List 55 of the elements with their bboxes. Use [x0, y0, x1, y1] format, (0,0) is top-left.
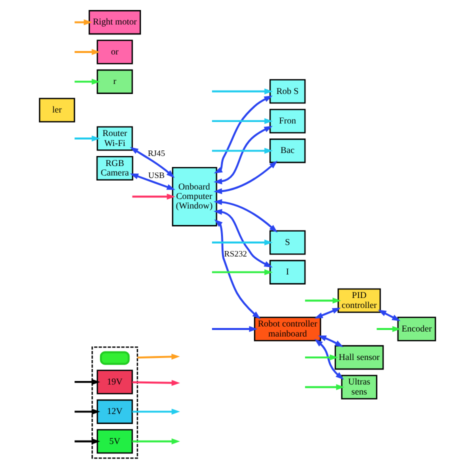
- arrow: [213, 209, 272, 268]
- arrow: [136, 354, 180, 360]
- node-box: Router Wi-Fi: [96, 126, 132, 151]
- node-box: Ultras sens: [340, 374, 377, 400]
- node-box: or: [96, 40, 132, 64]
- arrow: [132, 194, 175, 200]
- node-box: Right motor: [88, 10, 140, 35]
- node-box: RGB Camera: [96, 156, 133, 180]
- arrow: [377, 310, 400, 322]
- arrow: [213, 199, 278, 233]
- arrow: [317, 336, 343, 348]
- node-box: PID controller: [337, 288, 380, 313]
- arrow: [74, 408, 100, 415]
- arrow: [129, 173, 175, 190]
- arrow: [304, 384, 344, 390]
- node-box: Fron: [268, 108, 306, 134]
- node-box: I: [268, 260, 306, 284]
- arrow: [74, 19, 92, 26]
- arrow: [214, 219, 260, 320]
- node-box: S: [268, 230, 306, 255]
- arrow: [132, 380, 180, 386]
- arrow: [74, 438, 100, 444]
- node-box: r: [96, 69, 132, 94]
- arrow: [132, 438, 180, 444]
- arrow: [212, 269, 272, 276]
- arrow: [376, 326, 400, 332]
- node-box: ler: [38, 98, 75, 122]
- arrow: [212, 240, 272, 246]
- node-box: Onboard Computer (Window): [171, 166, 217, 226]
- arrow: [129, 146, 174, 178]
- node-box: 12V: [96, 399, 132, 424]
- arrow: [74, 49, 100, 55]
- arrow: [213, 126, 272, 184]
- arrow: [314, 308, 340, 318]
- arrow: [212, 326, 258, 332]
- node-box: 5V: [96, 429, 132, 454]
- node-box: Bac: [268, 138, 306, 164]
- arrow: [74, 136, 100, 142]
- arrow: [132, 408, 180, 415]
- arrow: [212, 118, 272, 124]
- arrow: [74, 379, 100, 385]
- node-box: 19V: [96, 370, 132, 394]
- arrow: [74, 78, 100, 85]
- node-box: Rob S: [268, 79, 306, 104]
- arrow: [304, 298, 341, 304]
- arrow: [314, 338, 344, 380]
- arrow: [213, 160, 278, 194]
- arrow: [304, 354, 338, 360]
- node-box: Encoder: [396, 316, 436, 342]
- node-box: Robot controller mainboard: [253, 316, 321, 342]
- arrow: [212, 88, 272, 94]
- node-battery: [99, 351, 130, 365]
- arrow: [213, 96, 272, 174]
- arrow: [212, 148, 272, 154]
- node-box: Hall sensor: [334, 345, 384, 370]
